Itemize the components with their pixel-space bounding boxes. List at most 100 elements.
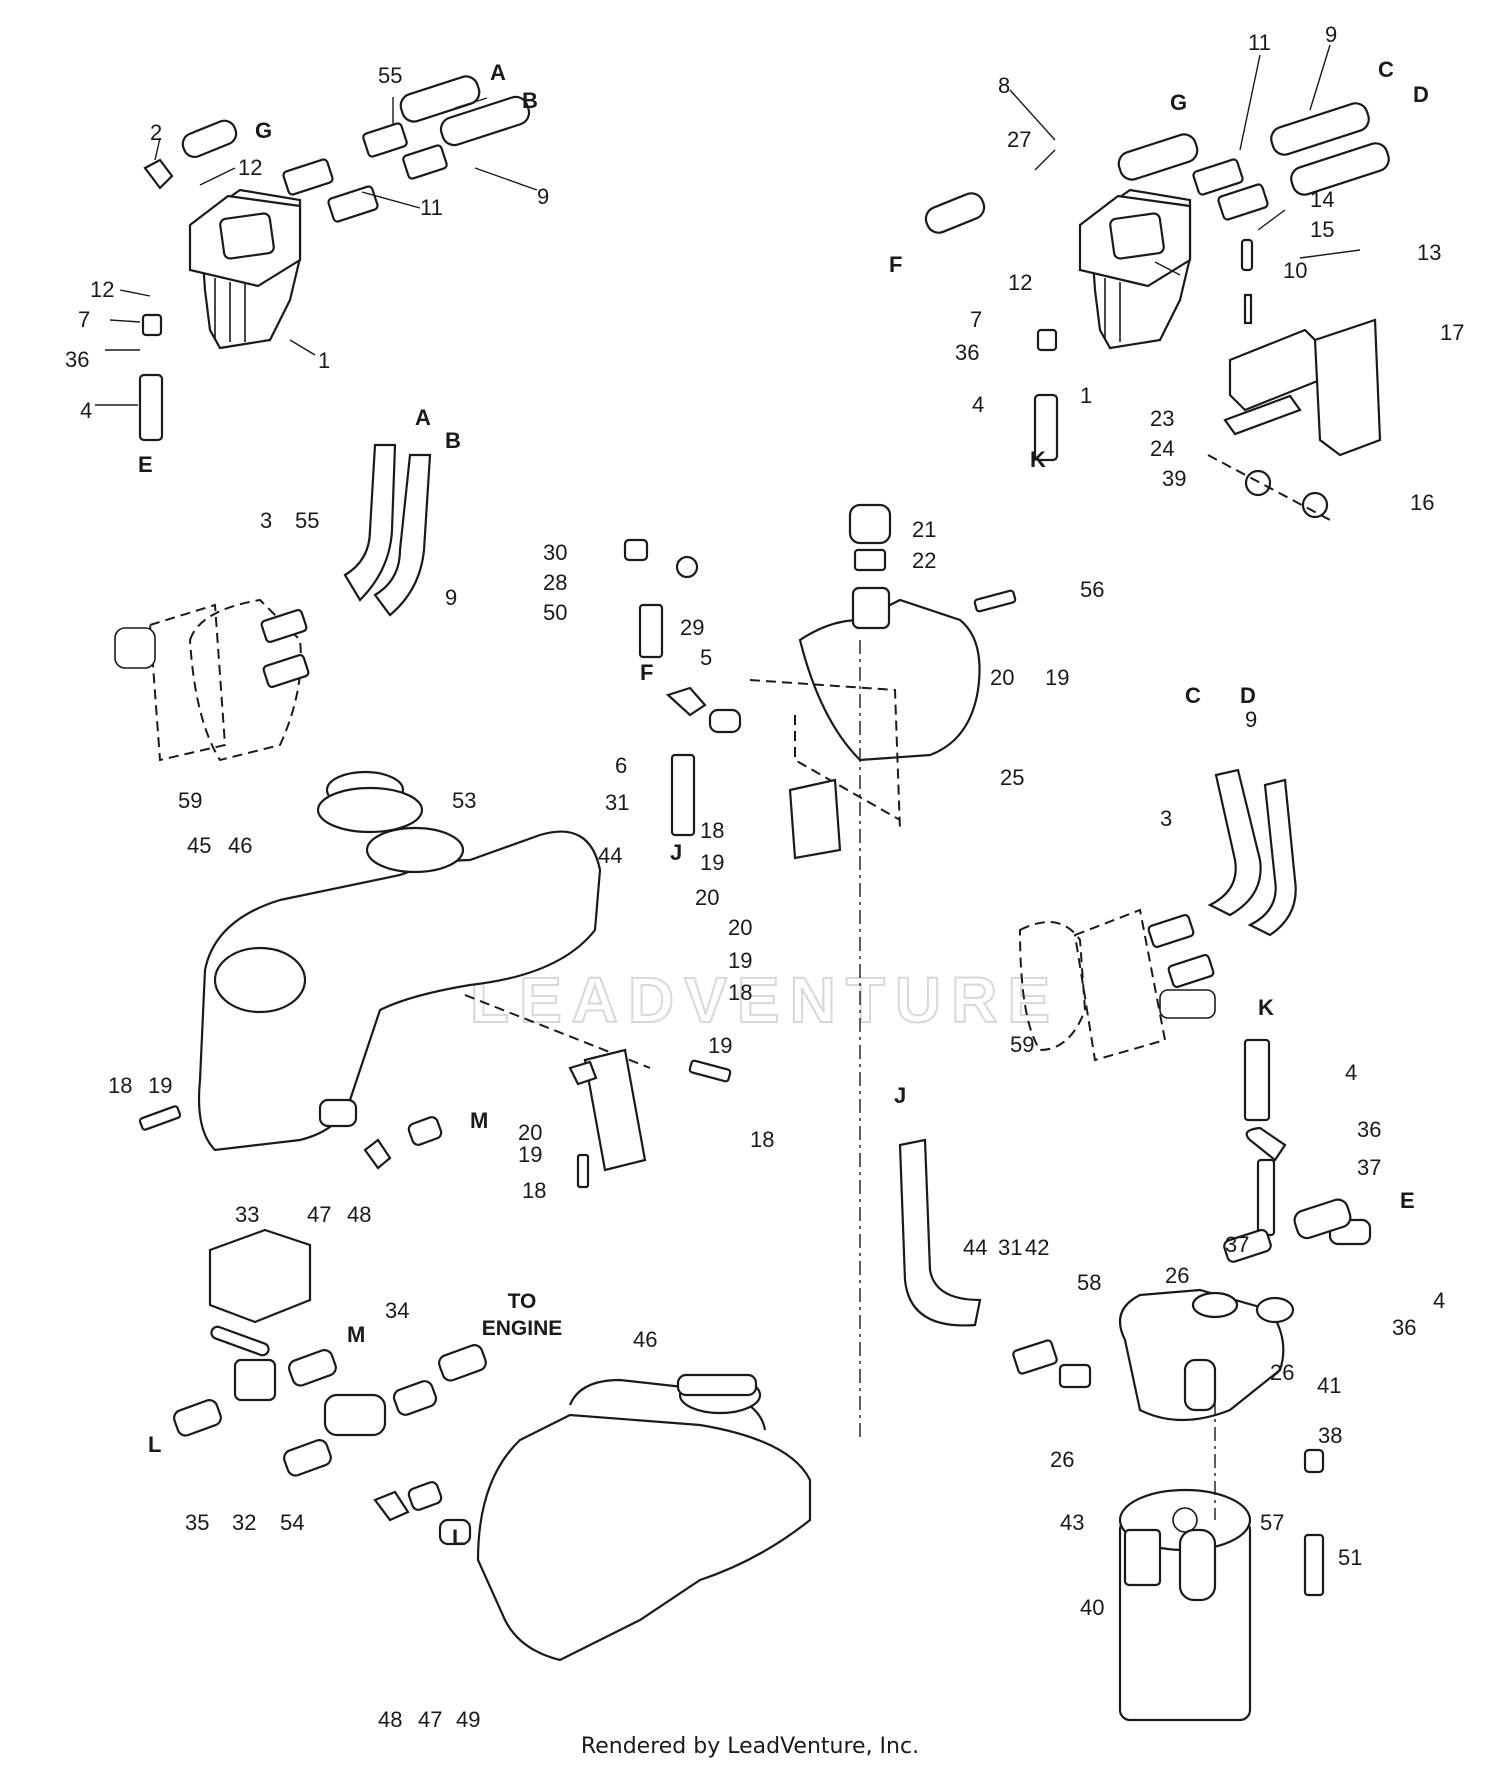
callout-label: 19 bbox=[728, 948, 752, 973]
fuel-tank-small bbox=[623, 503, 1017, 860]
connection-letter: L bbox=[148, 1432, 161, 1457]
callout-label: 7 bbox=[970, 307, 982, 332]
callout-label: 7 bbox=[78, 307, 90, 332]
callout-label: 19 bbox=[708, 1033, 732, 1058]
hydro-unit-right bbox=[1018, 768, 1297, 1062]
callout-label: 55 bbox=[378, 63, 402, 88]
callout-label: 32 bbox=[232, 1510, 256, 1535]
callout-label: 46 bbox=[633, 1327, 657, 1352]
callout-label: 9 bbox=[1245, 707, 1257, 732]
callout-label: 3 bbox=[260, 508, 272, 533]
callout-label: 59 bbox=[178, 788, 202, 813]
fuel-tank-left bbox=[197, 770, 651, 1170]
callout-label: 48 bbox=[378, 1707, 402, 1732]
callout-label: 21 bbox=[912, 517, 936, 542]
callout-label: 11 bbox=[1248, 30, 1271, 55]
note-to: TO bbox=[508, 1290, 537, 1313]
footer-credit: Rendered by LeadVenture, Inc. bbox=[580, 1734, 920, 1759]
connection-letter: L bbox=[452, 1525, 465, 1550]
callout-label: 43 bbox=[1060, 1510, 1084, 1535]
callout-label: 36 bbox=[1357, 1117, 1381, 1142]
callout-label: 22 bbox=[912, 548, 936, 573]
callout-label: 15 bbox=[1310, 217, 1334, 242]
connection-letter: D bbox=[1240, 683, 1256, 708]
callout-label: 8 bbox=[998, 73, 1010, 98]
connection-letter: C bbox=[1185, 683, 1201, 708]
to-engine-note: TO ENGINE bbox=[482, 1290, 563, 1340]
callout-label: 6 bbox=[615, 753, 627, 778]
leader-lines bbox=[95, 44, 1361, 406]
callout-label: 19 bbox=[148, 1073, 172, 1098]
callout-label: 54 bbox=[280, 1510, 304, 1535]
fuel-filter-group bbox=[173, 1228, 487, 1477]
callout-label: 12 bbox=[238, 155, 262, 180]
callout-label: 31 bbox=[605, 790, 629, 815]
callout-label: 26 bbox=[1270, 1360, 1294, 1385]
callout-label: 20 bbox=[518, 1120, 542, 1145]
callout-label: 18 bbox=[750, 1127, 774, 1152]
callout-label: 37 bbox=[1225, 1232, 1249, 1257]
callout-label: 42 bbox=[1025, 1235, 1049, 1260]
callout-label: 39 bbox=[1162, 466, 1186, 491]
callout-label: 4 bbox=[1433, 1288, 1445, 1313]
callout-label: 34 bbox=[385, 1298, 409, 1323]
callout-label: 33 bbox=[235, 1202, 259, 1227]
callout-label: 10 bbox=[1283, 258, 1307, 283]
watermark-text: LEADVENTURE bbox=[470, 964, 1060, 1036]
connection-letter: G bbox=[1170, 90, 1187, 115]
callout-label: 29 bbox=[680, 615, 704, 640]
callout-label: 19 bbox=[518, 1142, 542, 1167]
callout-label: 51 bbox=[1338, 1545, 1362, 1570]
callout-label: 11 bbox=[420, 195, 443, 220]
callout-label: 18 bbox=[728, 980, 752, 1005]
connection-letter: K bbox=[1030, 447, 1046, 472]
callout-label: 50 bbox=[543, 600, 567, 625]
callout-label: 9 bbox=[445, 585, 457, 610]
callout-label: 12 bbox=[90, 277, 114, 302]
callout-label: 3 bbox=[1160, 806, 1172, 831]
callout-label: 48 bbox=[347, 1202, 371, 1227]
connection-letter: B bbox=[445, 428, 461, 453]
callout-label: 9 bbox=[1325, 22, 1337, 47]
callout-label: 36 bbox=[65, 347, 89, 372]
tank-bracket-left bbox=[138, 1048, 732, 1189]
callout-label: 24 bbox=[1150, 436, 1174, 461]
callout-label: 44 bbox=[598, 843, 622, 868]
connection-letters: A B G E G C D F K A B F J C D M M L K J … bbox=[138, 57, 1429, 1550]
callout-label: 28 bbox=[543, 570, 567, 595]
filter-assembly-right bbox=[924, 102, 1390, 521]
callout-label: 26 bbox=[1165, 1263, 1189, 1288]
callout-label: 36 bbox=[955, 340, 979, 365]
connection-letter: F bbox=[640, 660, 653, 685]
callout-label: 20 bbox=[728, 915, 752, 940]
callout-label: 4 bbox=[972, 392, 984, 417]
callout-label: 36 bbox=[1392, 1315, 1416, 1340]
callout-label: 17 bbox=[1440, 320, 1464, 345]
callout-label: 56 bbox=[1080, 577, 1104, 602]
connection-letter: D bbox=[1413, 82, 1429, 107]
callout-label: 18 bbox=[700, 818, 724, 843]
callout-label: 47 bbox=[307, 1202, 331, 1227]
callout-label: 53 bbox=[452, 788, 476, 813]
connection-letter: M bbox=[470, 1108, 488, 1133]
callout-label: 55 bbox=[295, 508, 319, 533]
callout-label: 16 bbox=[1410, 490, 1434, 515]
callout-label: 27 bbox=[1007, 127, 1031, 152]
callout-label: 5 bbox=[700, 645, 712, 670]
callout-label: 37 bbox=[1357, 1155, 1381, 1180]
callout-label: 23 bbox=[1150, 406, 1174, 431]
connection-letter: F bbox=[889, 252, 902, 277]
callout-label: 13 bbox=[1417, 240, 1441, 265]
filter-head-assembly bbox=[898, 1038, 1372, 1722]
callout-label: 1 bbox=[1080, 383, 1092, 408]
callout-label: 47 bbox=[418, 1707, 442, 1732]
callout-label: 19 bbox=[700, 850, 724, 875]
note-engine: ENGINE bbox=[482, 1317, 563, 1340]
callout-label: 45 bbox=[187, 833, 211, 858]
connection-letter: J bbox=[894, 1083, 906, 1108]
callout-label: 40 bbox=[1080, 1595, 1104, 1620]
connection-letter: G bbox=[255, 118, 272, 143]
connection-letter: E bbox=[138, 452, 153, 477]
connection-letter: E bbox=[1400, 1188, 1415, 1213]
callout-label: 25 bbox=[1000, 765, 1024, 790]
